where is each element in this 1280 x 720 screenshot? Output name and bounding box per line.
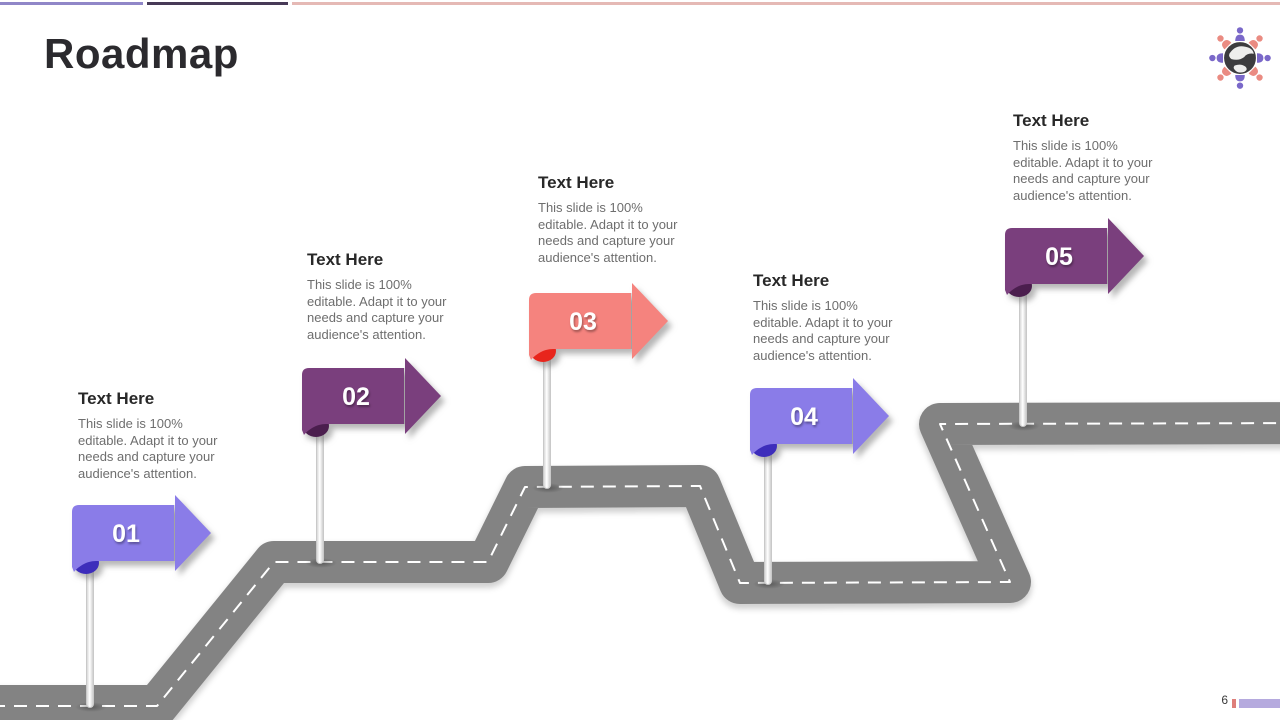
footer-bar-pink: [1232, 699, 1236, 708]
globe-continent: [1229, 46, 1254, 60]
milestone-text-block: Text Here This slide is 100% editable. A…: [753, 271, 911, 365]
arrow-sign-01: 01: [72, 495, 211, 574]
topbar-segment-purple: [0, 2, 143, 5]
milestone-heading: Text Here: [538, 173, 615, 192]
sign-body: [529, 293, 631, 360]
page-title: Roadmap: [44, 30, 239, 77]
arrowhead: [853, 378, 889, 454]
arrow-sign-04: 04: [750, 378, 889, 457]
milestone-body: This slide is 100% editable. Adapt it to…: [538, 200, 678, 265]
sign-body: [1005, 228, 1107, 295]
milestone-number: 01: [112, 520, 140, 548]
arrowhead: [1108, 218, 1144, 294]
milestone-number: 02: [342, 383, 370, 411]
milestone-body: This slide is 100% editable. Adapt it to…: [78, 416, 218, 481]
footer-bar-lavender: [1239, 699, 1280, 708]
milestone-heading: Text Here: [78, 389, 155, 408]
arrowhead: [405, 358, 441, 434]
arrow-sign-03: 03: [529, 283, 668, 362]
milestone-body: This slide is 100% editable. Adapt it to…: [753, 298, 893, 363]
sign-body: [750, 388, 852, 455]
arrow-sign-05: 05: [1005, 218, 1144, 297]
milestone-text-block: Text Here This slide is 100% editable. A…: [538, 173, 696, 267]
arrow-sign-02: 02: [302, 358, 441, 437]
milestone-body: This slide is 100% editable. Adapt it to…: [1013, 138, 1153, 203]
milestone-number: 05: [1045, 243, 1073, 271]
globe-people-logo-icon: [1209, 27, 1271, 89]
milestone-body: This slide is 100% editable. Adapt it to…: [307, 277, 447, 342]
sign-body: [302, 368, 404, 435]
globe-continent: [1233, 64, 1247, 73]
arrowhead: [175, 495, 211, 571]
sign-body: [72, 505, 174, 572]
milestone-heading: Text Here: [753, 271, 830, 290]
page-number: 6: [1221, 693, 1228, 707]
logo-people: [1209, 27, 1271, 89]
milestone-text-block: Text Here This slide is 100% editable. A…: [1013, 111, 1171, 205]
milestone-heading: Text Here: [307, 250, 384, 269]
milestone-heading: Text Here: [1013, 111, 1090, 130]
arrowhead: [632, 283, 668, 359]
road-center-dashes: [0, 422, 1280, 707]
topbar-segment-pink: [292, 2, 1280, 5]
milestone-number: 04: [790, 403, 818, 431]
topbar-segment-dark: [147, 2, 288, 5]
milestone-text-block: Text Here This slide is 100% editable. A…: [78, 389, 236, 483]
milestone-text-block: Text Here This slide is 100% editable. A…: [307, 250, 465, 344]
milestone-number: 03: [569, 308, 597, 336]
